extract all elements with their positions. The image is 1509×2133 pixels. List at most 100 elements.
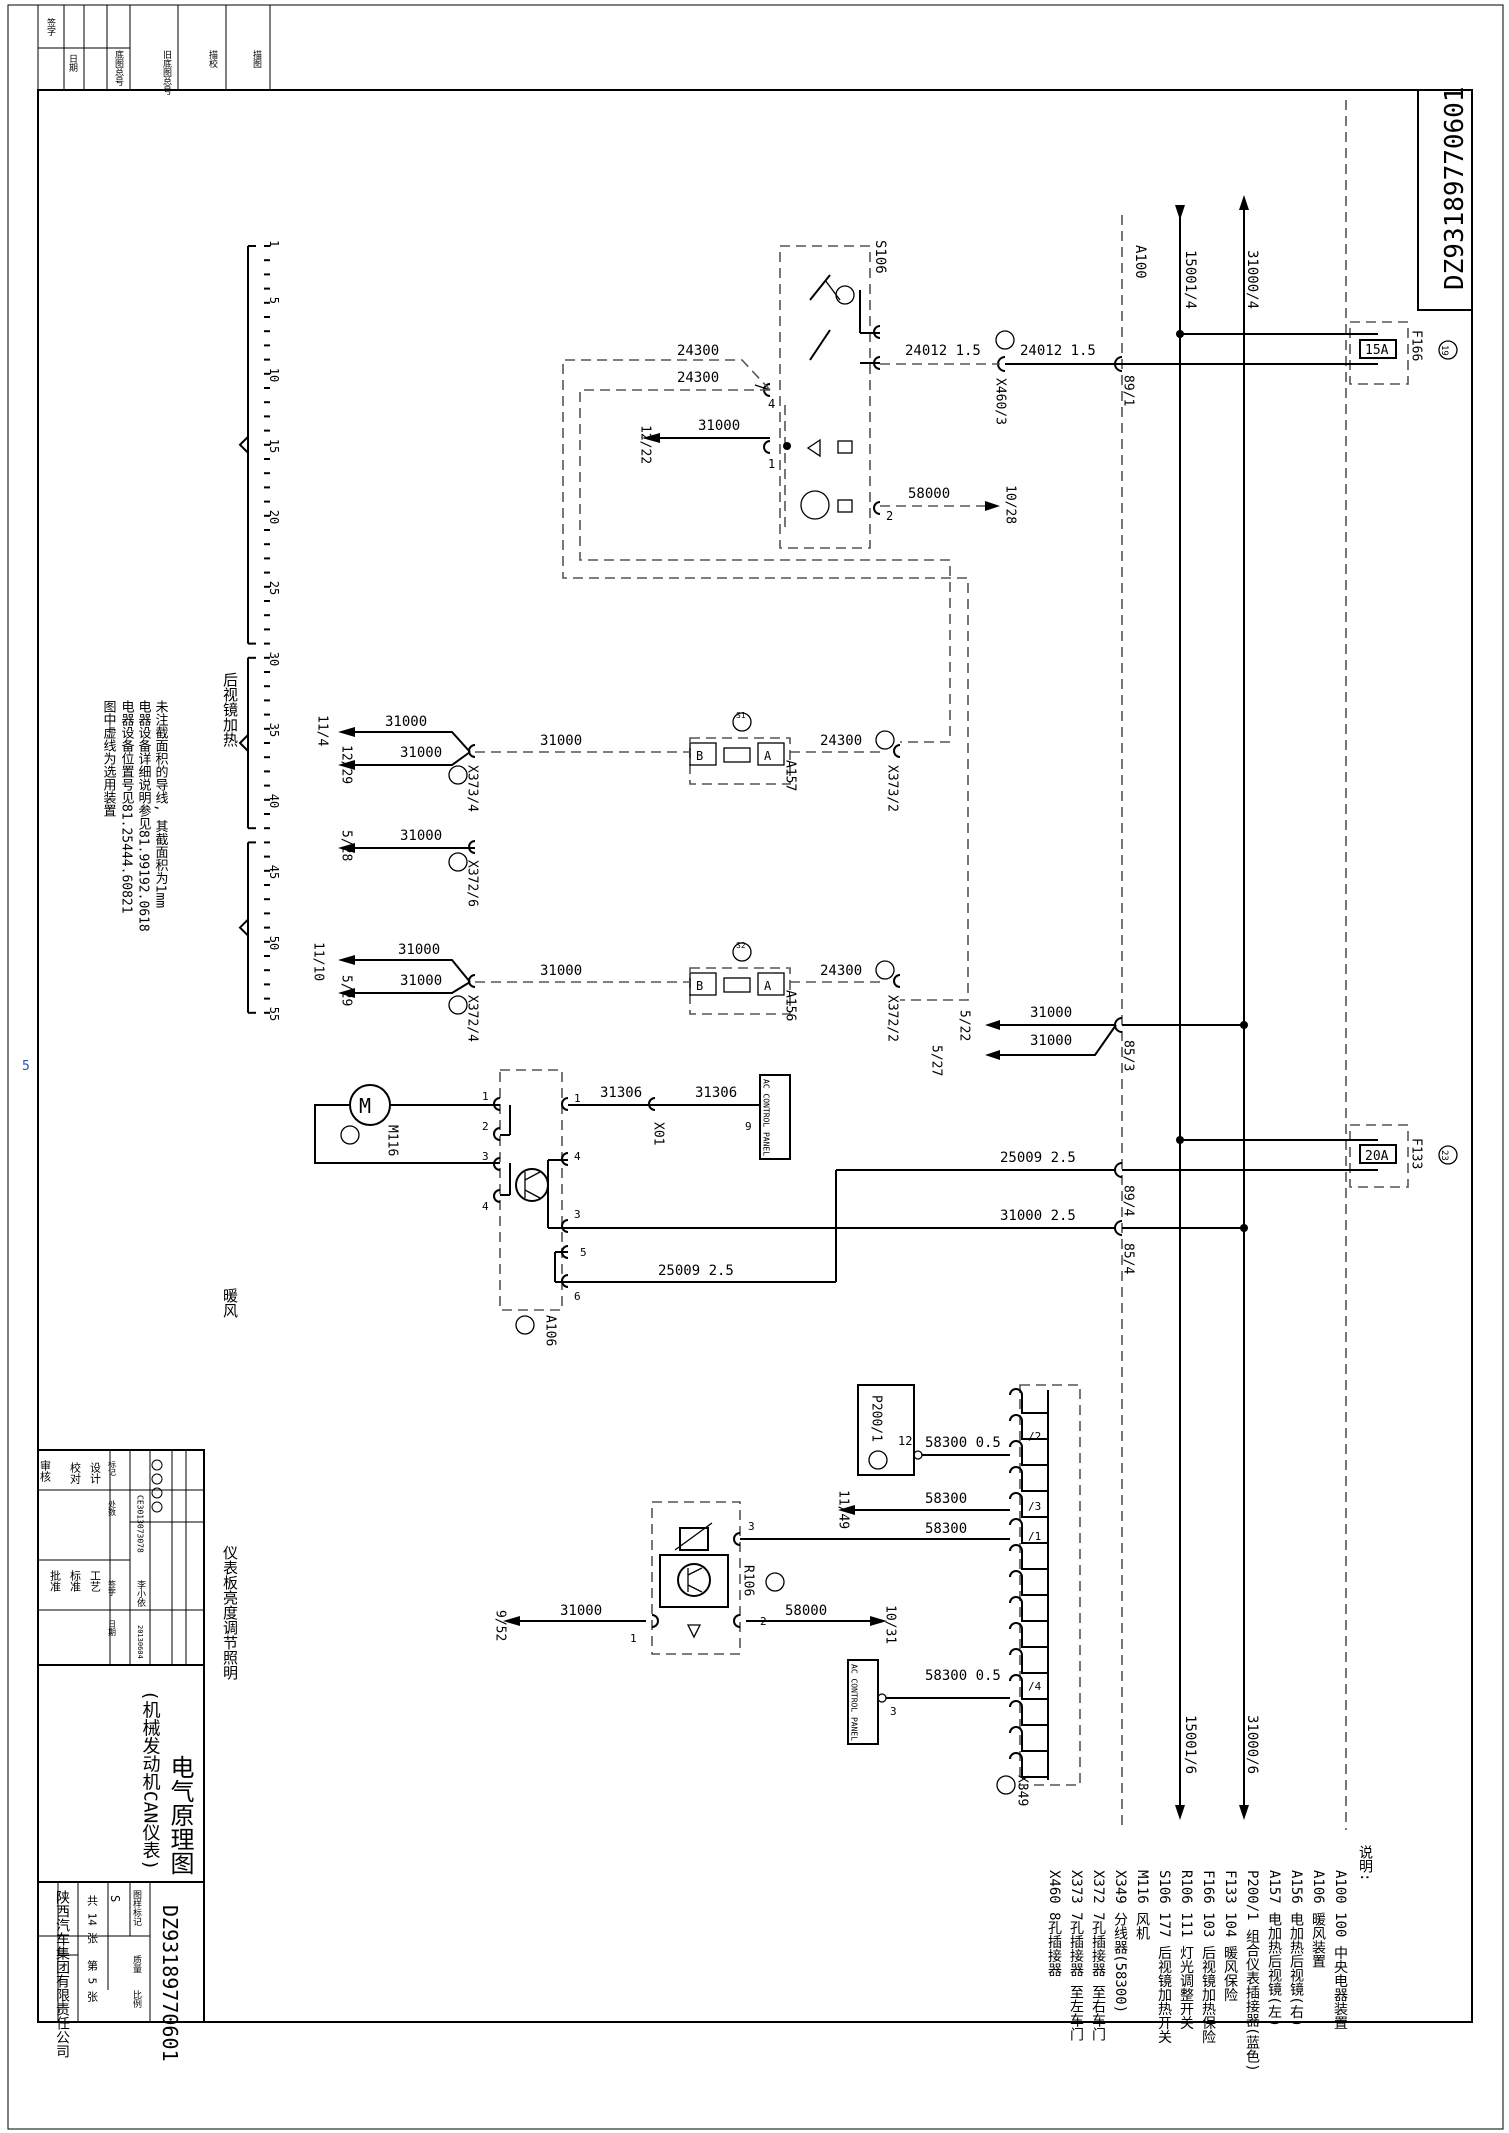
rev-trace: 描校 (207, 49, 218, 69)
tb-designer-cell: 审核 (39, 1459, 52, 1483)
legend-item: A106 暖风装置 (1310, 1870, 1326, 1968)
note-2: 电器设备详细说明参见81.99192.0618 (136, 700, 152, 932)
tb-sheet-no: 第 5 张 (86, 1959, 99, 2003)
rev-sign: 签字 (45, 17, 56, 36)
label-x372-2: X372/2 (885, 995, 900, 1042)
revision-strip: 签字 日期 底图总号 旧底图总号 描校 描图 (37, 4, 271, 96)
dimmer-r106: 3 2 1 R106 58300 58300 11/49 31000 9/52 … (493, 1490, 1010, 1655)
label-58300-d: 58300 0.5 (925, 1668, 1001, 1684)
tb-mark: 标记 (108, 1459, 117, 1476)
tb-design: 设计 (89, 1462, 102, 1485)
branch-x372-6: 31000 5/28 X372/6 (338, 828, 480, 907)
circle-23: 23 (1439, 1150, 1449, 1161)
motor-m: M (359, 1094, 371, 1118)
label-89-4: 89/4 (1121, 1185, 1136, 1216)
label-9-52: 9/52 (493, 1610, 508, 1641)
label-31000-h: 31000 (400, 973, 442, 989)
label-10-31: 10/31 (883, 1605, 898, 1644)
a106-out6: 6 (574, 1290, 581, 1303)
label-x372-6: X372/6 (465, 860, 480, 907)
label-5-28: 5/28 (339, 830, 354, 861)
note-4: 图中虚线为选用装置 (101, 700, 117, 817)
label-24300-b: 24300 (677, 370, 719, 386)
tb-revision-circle (151, 1459, 163, 1471)
rail-arrow-bottom (1175, 1805, 1185, 1820)
ruler-label: 5 (267, 297, 281, 304)
label-31000-i: 31000 (1030, 1005, 1072, 1021)
x349-pin-label: /2 (1028, 1430, 1041, 1443)
ac-control-panel-2: AC CONTROL PANEL 3 58300 0.5 (847, 1659, 1010, 1745)
label-x373-4: X373/4 (465, 765, 480, 812)
fuse-f166: 15A F166 19 (1122, 321, 1458, 385)
tb-sample-mark: 图样标记 (131, 1890, 142, 1926)
label-31000-d: 31000 (400, 745, 442, 761)
ruler-label: 10 (267, 368, 281, 382)
s106-pin1: 1 (768, 457, 775, 471)
x349-pin (1009, 1700, 1048, 1726)
x349-pin (1009, 1674, 1048, 1700)
f166-label: F166 (1409, 330, 1424, 361)
a157-a: A (764, 749, 772, 763)
label-11-4: 11/4 (315, 715, 330, 746)
a157-b: B (696, 749, 703, 763)
tb-quality: 质量 (131, 1954, 142, 1973)
label-x372-4: X372/4 (465, 995, 480, 1042)
label-58300-c: 58300 (925, 1521, 967, 1537)
a106-out4: 4 (574, 1150, 581, 1163)
tb-title: 电气原理图 (166, 1755, 194, 1875)
legend-item: R106 111 灯光调整开关 (1178, 1870, 1194, 2030)
ruler-label: 1 (267, 240, 281, 247)
tb-company: 陕西汽车集团有限责任公司 (54, 1890, 70, 2058)
rail-arrow-bottom-2 (1239, 1805, 1249, 1820)
label-58000-a: 58000 (908, 486, 950, 502)
legend-item: A157 电加热后视镜(左) (1266, 1870, 1282, 2027)
ac-pin-9: 9 (745, 1120, 752, 1133)
note-3: 电器设备位置号见81.25444.60821 (119, 700, 135, 914)
circle-19: 19 (1439, 345, 1449, 356)
tb-drawing-no: DZ93189770601 (158, 1905, 182, 2062)
splitter-x349: /2/3/1/4 (1009, 1384, 1081, 1786)
pin-3: 3 (890, 1705, 897, 1718)
tb-designer-name: 李小依 (135, 1579, 146, 1608)
tb-revision-circle (151, 1501, 163, 1513)
s106-label: S106 (872, 240, 888, 274)
label-31000-f: 31000 (540, 963, 582, 979)
rail-arrow-top-2 (1175, 205, 1185, 220)
tb-approve: 批准 (49, 1569, 62, 1592)
s2-label: S2 (736, 941, 746, 950)
ruler-label: 25 (267, 581, 281, 595)
label-85-3: 85/3 (1121, 1040, 1136, 1071)
rev-old-base-no: 旧底图总号 (161, 50, 172, 96)
legend-item: F166 103 后视镜加热保险 (1200, 1870, 1216, 2044)
fuse-f133: 20A F133 23 (1122, 1124, 1458, 1188)
x349-pin (1009, 1648, 1048, 1674)
x349-pin (1009, 1622, 1048, 1648)
x349-pin-label: /3 (1028, 1500, 1041, 1513)
fuse-15a-label: 15A (1365, 343, 1389, 358)
label-85-4: 85/4 (1121, 1243, 1136, 1274)
legend-item: A156 电加热后视镜(右) (1288, 1870, 1304, 2027)
s1-label: S1 (736, 711, 746, 720)
label-31000-l: 31000 (560, 1603, 602, 1619)
legend-item: X460 8孔插接器 (1046, 1870, 1062, 1977)
label-31306-a: 31306 (600, 1085, 642, 1101)
tb-revision-circle (151, 1473, 163, 1485)
x349-pin (1009, 1518, 1048, 1544)
x349-pin (1009, 1544, 1048, 1570)
label-31000-4: 31000/4 (1244, 250, 1260, 309)
r106-pin3: 3 (748, 1520, 755, 1533)
ac-panel-box (759, 1074, 791, 1160)
ruler-label: 40 (267, 794, 281, 808)
s106-pin2: 2 (886, 509, 893, 523)
a156-b: B (696, 979, 703, 993)
dashed-loops-s106: 31000 12/22 24300 24300 58000 10/28 (562, 343, 1018, 1001)
label-58000-b: 58000 (785, 1603, 827, 1619)
tb-process: 工艺 (89, 1570, 102, 1592)
ruler-label: 35 (267, 723, 281, 737)
label-5-27: 5/27 (929, 1045, 944, 1076)
rev-draw: 描图 (251, 49, 262, 69)
legend-item: F133 104 暖风保险 (1222, 1870, 1238, 2002)
